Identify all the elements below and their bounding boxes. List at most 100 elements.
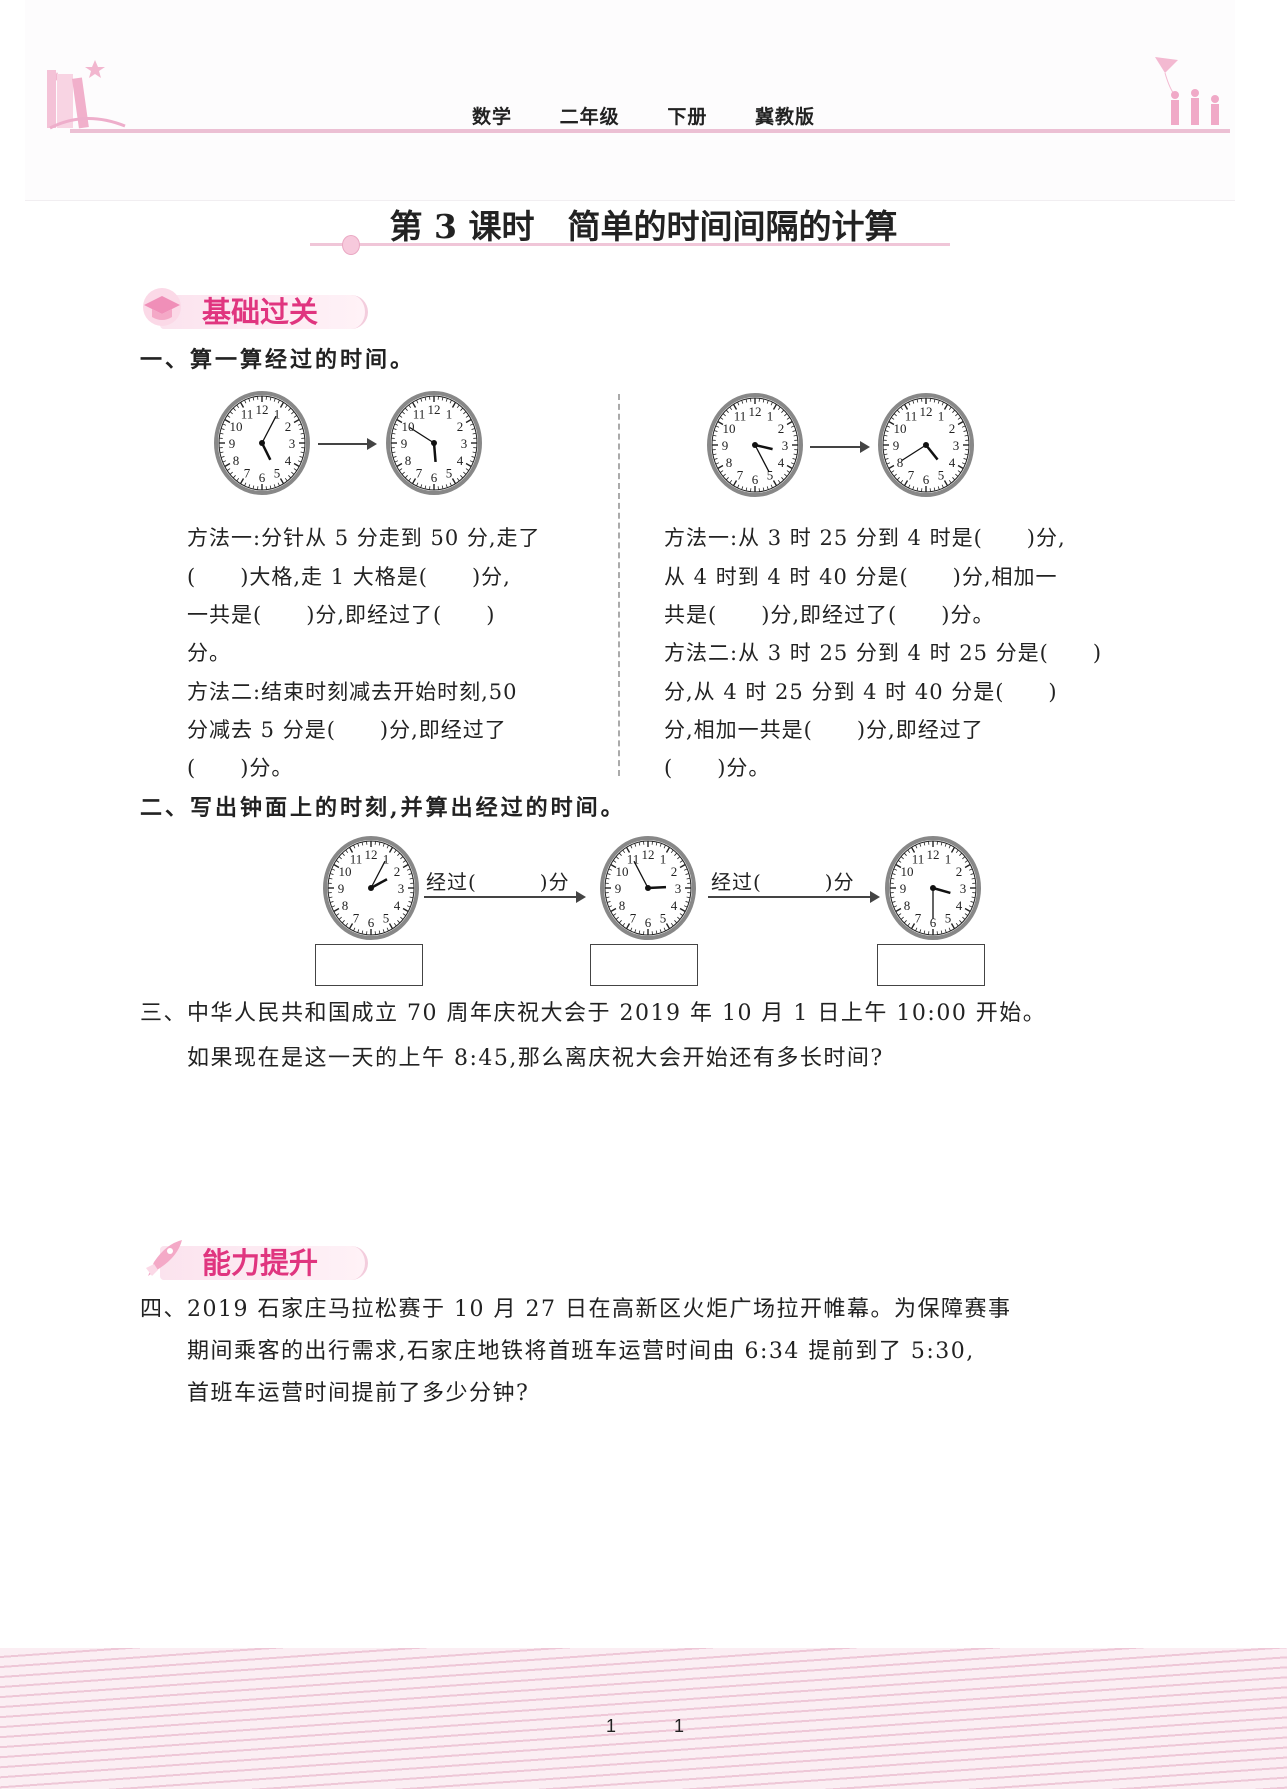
clock-tick bbox=[222, 423, 227, 426]
hour-hand bbox=[370, 878, 388, 890]
clock-tick bbox=[288, 475, 292, 479]
clock-tick bbox=[331, 868, 336, 871]
clock-tick bbox=[408, 477, 412, 482]
title-dot-decoration bbox=[342, 235, 360, 255]
clock-tick bbox=[955, 413, 959, 417]
header-background bbox=[25, 0, 1235, 201]
clock-numeral: 8 bbox=[233, 453, 240, 468]
clock-numeral: 9 bbox=[401, 436, 408, 451]
clock-tick bbox=[615, 856, 619, 860]
clock-tick bbox=[229, 471, 233, 475]
clock-tick bbox=[772, 480, 778, 487]
clock-tick bbox=[630, 844, 633, 849]
elapsed-label: 经过( )分 bbox=[426, 870, 570, 894]
clock-numeral: 1 bbox=[383, 852, 390, 867]
clock-tick bbox=[903, 480, 909, 487]
clock-tick bbox=[940, 841, 943, 846]
hour-hand bbox=[432, 442, 437, 463]
clock-tick bbox=[677, 916, 681, 920]
clock-numeral: 6 bbox=[930, 915, 937, 930]
clock-tick bbox=[968, 905, 973, 908]
clock-tick bbox=[226, 415, 231, 418]
clock-numeral: 11 bbox=[627, 852, 640, 867]
clock-tick bbox=[273, 484, 276, 488]
clock-numeral: 6 bbox=[259, 470, 266, 485]
clock-numeral: 12 bbox=[256, 402, 269, 417]
clock-tick bbox=[677, 856, 681, 860]
clock-tick bbox=[900, 916, 904, 920]
clock-tick bbox=[397, 920, 401, 924]
clock-tick bbox=[345, 922, 349, 927]
clock-tick bbox=[606, 873, 611, 875]
clock-tick bbox=[220, 428, 225, 430]
clock-tick bbox=[397, 852, 401, 856]
clock-tick bbox=[409, 877, 414, 880]
clock-numeral: 12 bbox=[927, 847, 940, 862]
clock-tick bbox=[335, 913, 340, 916]
clock-tick bbox=[897, 860, 902, 863]
question-4-line: 首班车运营时间提前了多少分钟? bbox=[187, 1381, 530, 1406]
clock-numeral: 8 bbox=[726, 455, 733, 470]
section-label: 基础过关 bbox=[202, 295, 319, 329]
time-answer-box[interactable] bbox=[315, 944, 423, 986]
clock-tick bbox=[729, 406, 733, 411]
minute-hand bbox=[754, 444, 770, 473]
clock-tick bbox=[940, 930, 943, 935]
clock-tick bbox=[300, 451, 305, 454]
clock-tick bbox=[886, 425, 891, 428]
clock-tick bbox=[394, 460, 399, 463]
clock-tick bbox=[907, 849, 911, 854]
clock-tick bbox=[638, 841, 641, 846]
clock-tick bbox=[460, 407, 464, 411]
clock-numeral: 9 bbox=[893, 438, 900, 453]
clock-tick bbox=[910, 846, 916, 853]
clock-numeral: 5 bbox=[274, 465, 281, 480]
question-4-line: 四、2019 石家庄马拉松赛于 10 月 27 日在高新区火炬广场拉开帷幕。为保… bbox=[140, 1297, 1012, 1322]
clock-tick bbox=[445, 398, 448, 402]
clock-tick bbox=[916, 398, 919, 403]
clock-tick bbox=[232, 407, 236, 411]
clock-tick bbox=[663, 844, 666, 849]
clock-tick bbox=[610, 863, 617, 869]
clock-tick bbox=[741, 400, 744, 404]
clock-tick bbox=[900, 479, 904, 484]
lesson-title: 第 3 课时 简单的时间间隔的计算 bbox=[389, 207, 898, 246]
clock-tick bbox=[465, 415, 470, 418]
clock-tick bbox=[291, 471, 295, 475]
clock-tick bbox=[784, 413, 788, 417]
clock-tick bbox=[888, 420, 895, 426]
clock-tick bbox=[219, 432, 224, 435]
clock-tick bbox=[277, 482, 280, 487]
clock-tick bbox=[394, 423, 399, 426]
clock-tick bbox=[674, 920, 678, 924]
clock-numeral: 2 bbox=[778, 421, 785, 436]
clock-tick bbox=[895, 907, 902, 913]
clock-tick bbox=[610, 907, 617, 913]
clock-tick bbox=[943, 480, 949, 487]
clock-tick bbox=[891, 873, 896, 875]
clock-tick bbox=[612, 913, 617, 916]
clock-tick bbox=[933, 398, 936, 403]
clock-tick bbox=[386, 927, 389, 932]
clock-tick bbox=[786, 417, 791, 420]
clock-tick bbox=[745, 487, 748, 492]
clock-tick bbox=[398, 415, 403, 418]
clock-tick bbox=[793, 453, 798, 456]
clock-tick bbox=[232, 475, 236, 479]
text-line: 方法二:结束时刻减去开始时刻,50 bbox=[187, 680, 518, 704]
text-line: 方法二:从 3 时 25 分到 4 时 25 分是( ) bbox=[664, 641, 1103, 665]
clock-tick bbox=[424, 485, 427, 490]
clock-tick bbox=[890, 877, 895, 880]
time-answer-box[interactable] bbox=[877, 944, 985, 986]
time-answer-box[interactable] bbox=[590, 944, 698, 986]
clock-tick bbox=[715, 462, 720, 465]
clock-tick bbox=[670, 922, 674, 927]
clock-tick bbox=[948, 479, 952, 484]
clock-tick bbox=[622, 849, 626, 854]
clock-tick bbox=[449, 399, 452, 404]
clock-numeral: 9 bbox=[615, 881, 622, 896]
edition: 冀教版 bbox=[754, 106, 815, 128]
clock-tick bbox=[679, 913, 684, 916]
clock-numeral: 3 bbox=[461, 436, 468, 451]
clock-tick bbox=[908, 484, 911, 489]
